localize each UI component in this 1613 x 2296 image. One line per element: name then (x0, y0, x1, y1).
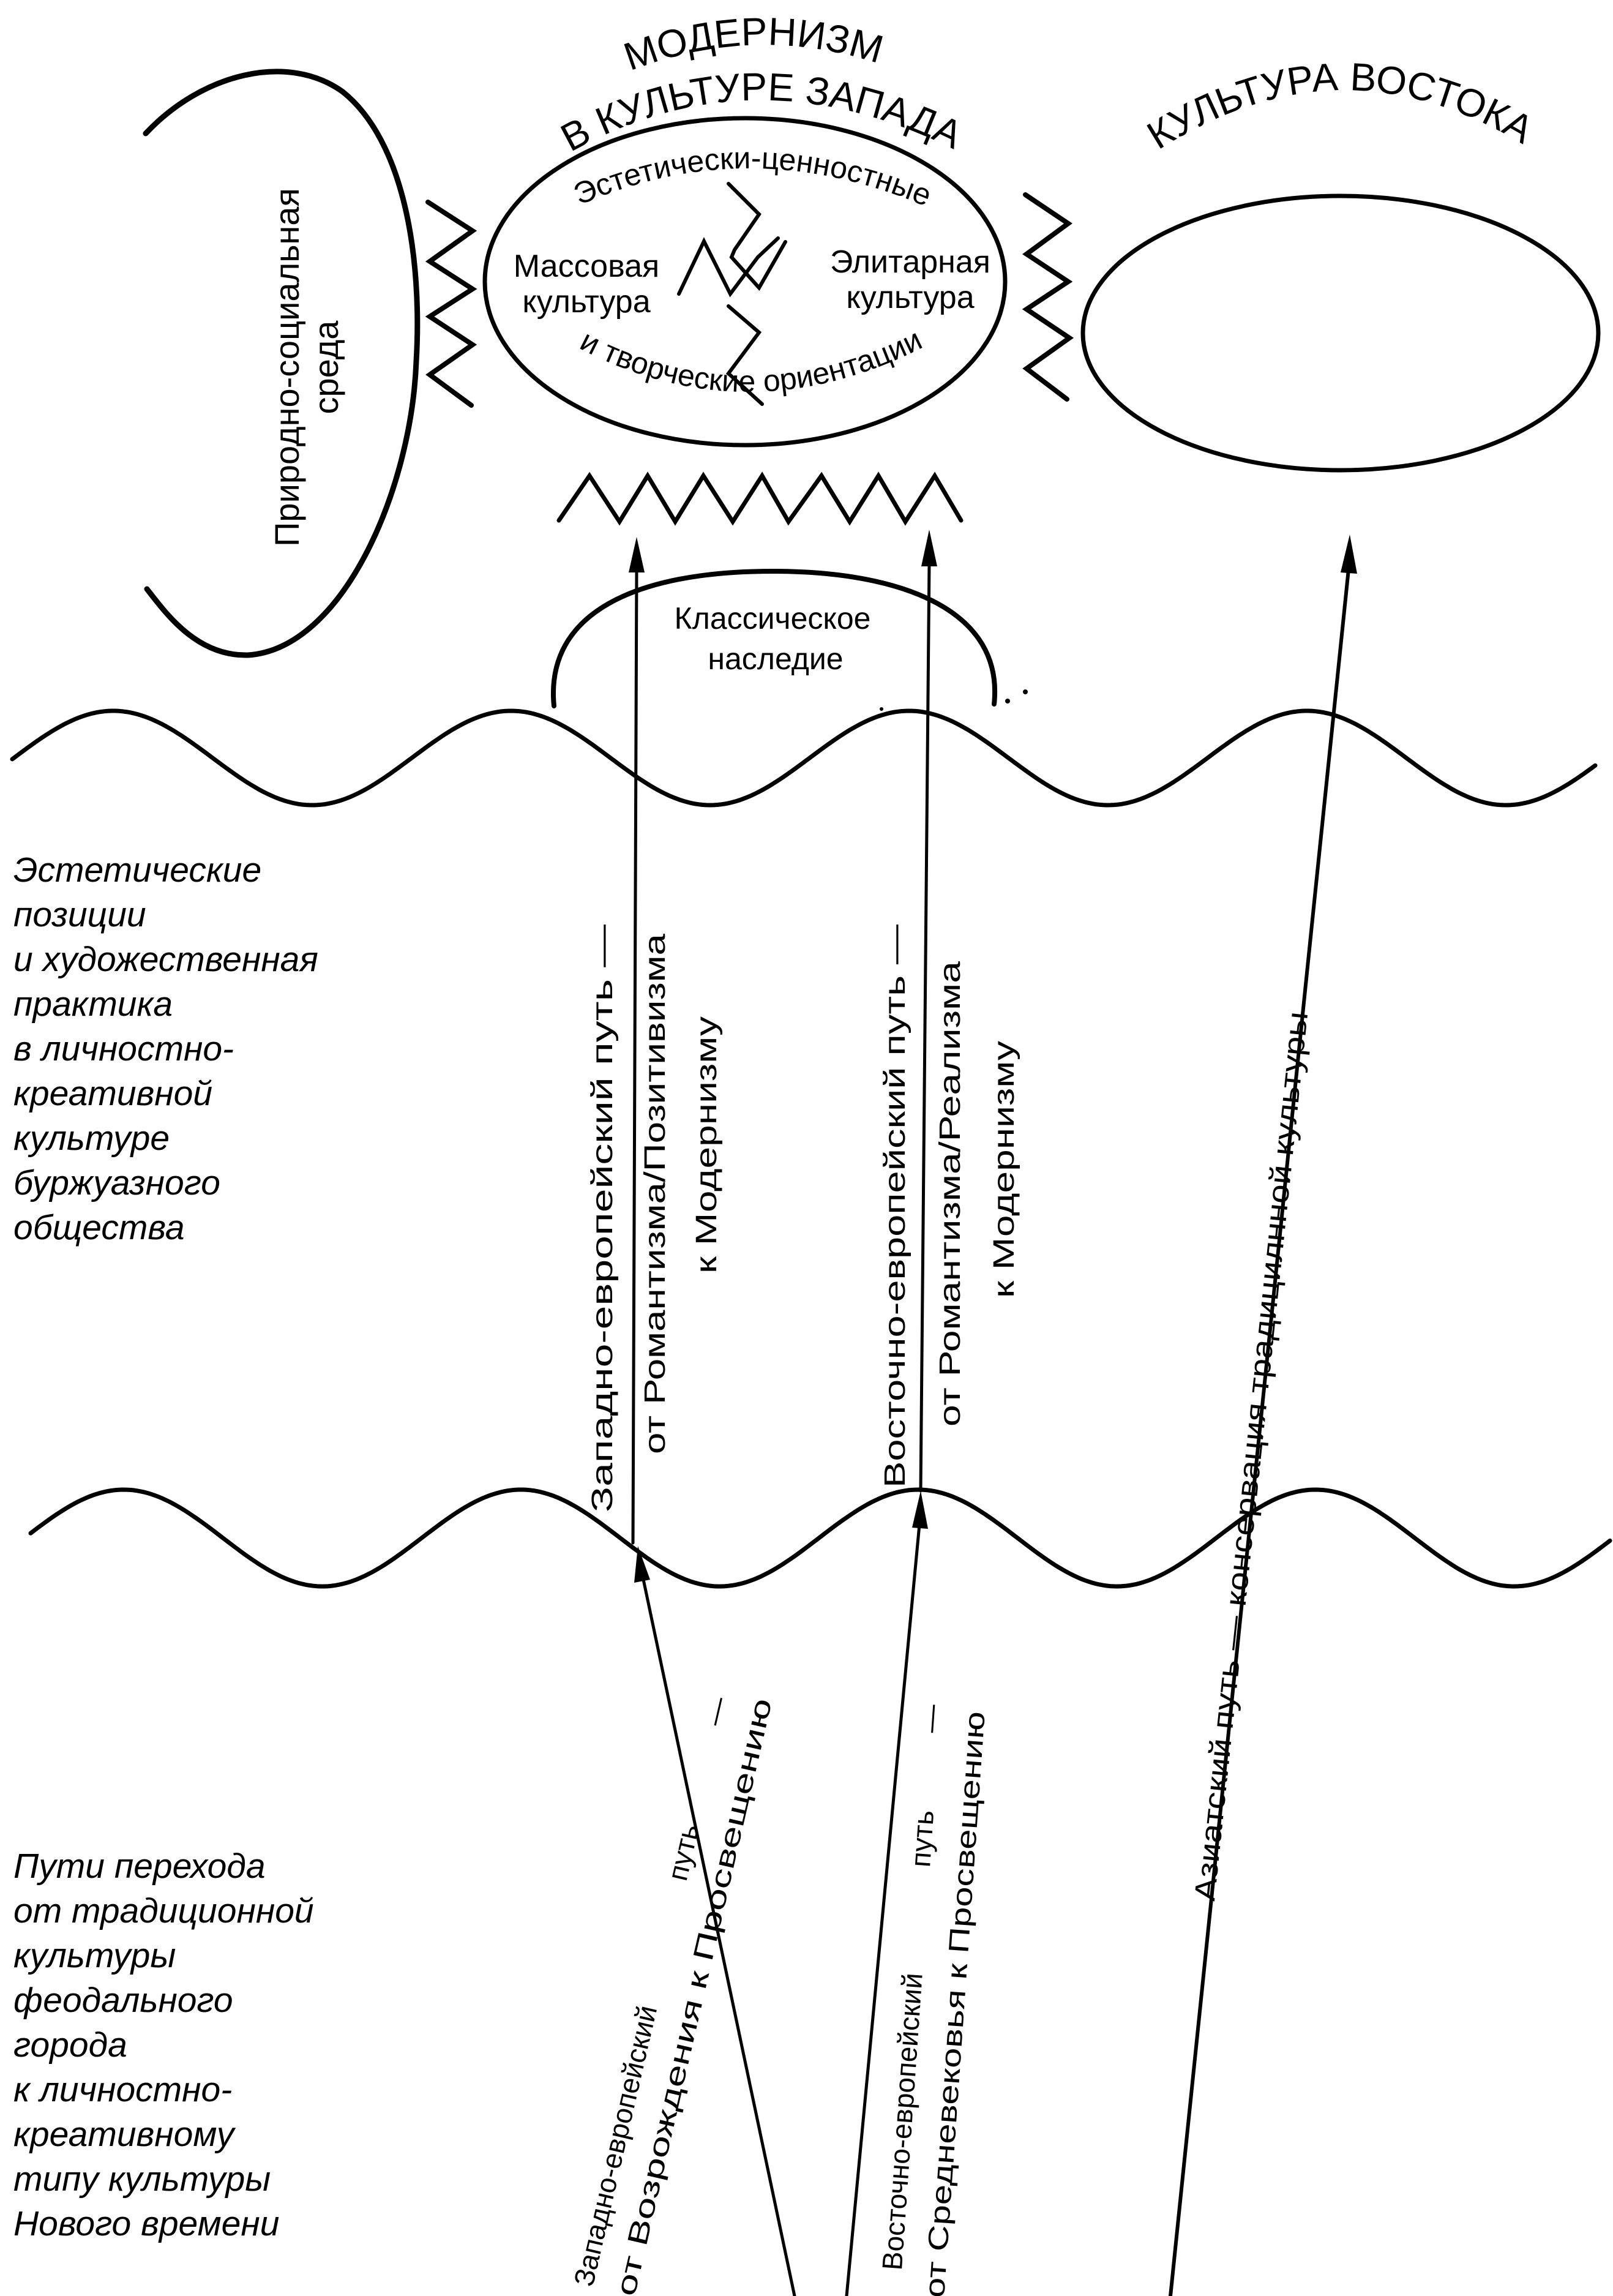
east-upper-path-label: Восточно-европейский путь — от Романтизм… (879, 925, 1020, 1488)
svg-text:—: — (913, 1703, 947, 1734)
classical-heritage-arc (550, 568, 998, 708)
interaction-zigzag-icon-2 (725, 304, 764, 406)
modernism-title-line2: В КУЛЬТУРЕ ЗАПАДА (553, 64, 969, 160)
aesthetic-value-orientations-arc-text: Эстетически-ценностные (569, 141, 937, 213)
east-culture-ellipse (1080, 193, 1601, 473)
zigzag-left (425, 200, 477, 408)
svg-text:—: — (697, 1694, 735, 1728)
caption-line: общества (13, 1208, 185, 1247)
caption-line: позиции (13, 895, 146, 934)
caption-line: культуры (13, 1936, 176, 1975)
arrow-west-lower-head (634, 1546, 650, 1583)
natural-social-environment-arc (143, 69, 421, 658)
interaction-zigzag-icon-3 (727, 182, 787, 291)
arrow-west-upper-shaft (631, 568, 638, 1545)
arrow-east-lower-head (912, 1491, 928, 1529)
caption-line: Пути перехода (13, 1847, 266, 1886)
svg-text:Западно-европейский путь —: Западно-европейский путь — (586, 925, 619, 1512)
west-modernism-ellipse (482, 116, 1008, 448)
caption-line: феодального (13, 1981, 233, 2020)
west-lower-path-label: Западно-европейский путь — от Возрождени… (567, 1694, 778, 2296)
caption-transition-paths: Пути перехода от традиционной культуры феод… (13, 1844, 314, 2246)
caption-aesthetic-positions: Эстетические позиции и художественная практ… (13, 848, 318, 1250)
svg-text:наследие: наследие (708, 642, 843, 676)
caption-line: креативному (13, 2115, 234, 2154)
caption-line: практика (13, 985, 173, 1024)
svg-text:Массовая: Массовая (514, 249, 659, 284)
print-speck (880, 707, 883, 711)
east-lower-path-label: Восточно-европейский путь — от Средневек… (876, 1703, 991, 2296)
arrow-west-upper-head (629, 537, 645, 572)
creative-orientations-arc-text: и творческие ориентации (575, 322, 927, 399)
mass-culture-label: Массовая культура (514, 249, 659, 320)
interaction-zigzag-icon (677, 236, 780, 298)
svg-text:путь: путь (661, 1821, 705, 1883)
svg-text:культура: культура (846, 280, 974, 315)
caption-line: от традиционной (13, 1891, 314, 1930)
caption-line: в личностно- (13, 1029, 234, 1068)
natural-social-environment-label: Природно-социальная среда (268, 188, 345, 547)
svg-text:Природно-социальная: Природно-социальная (268, 188, 306, 547)
svg-text:Восточно-европейский: Восточно-европейский (876, 1972, 929, 2272)
caption-line: типу культуры (13, 2159, 271, 2199)
svg-text:Элитарная: Элитарная (830, 244, 990, 280)
caption-line: культуре (13, 1119, 170, 1158)
svg-text:от Романтизма/Позитивизма: от Романтизма/Позитивизма (639, 934, 672, 1454)
print-speck (1023, 689, 1028, 694)
svg-text:среда: среда (307, 320, 345, 415)
svg-text:Классическое: Классическое (675, 601, 871, 636)
caption-line: к личностно- (13, 2070, 233, 2109)
wave-boundary-upper (10, 708, 1598, 808)
caption-line: креативной (13, 1074, 213, 1113)
print-speck (1005, 699, 1010, 703)
svg-text:к Модернизму: к Модернизму (690, 1016, 723, 1274)
caption-line: и художественная (13, 940, 318, 979)
zigzag-right (1022, 192, 1074, 402)
arrow-west-lower-shaft (641, 1575, 796, 2296)
svg-text:Восточно-европейский путь —: Восточно-европейский путь — (879, 925, 911, 1488)
svg-text:от Средневековья к Просвещению: от Средневековья к Просвещению (918, 1710, 991, 2296)
asian-path-label: Азиатский путь — консервация традицилнно… (1189, 1010, 1314, 1903)
caption-line: буржуазного (13, 1163, 220, 1202)
svg-text:от Возрождения к Просвещению: от Возрождения к Просвещению (609, 1695, 778, 2296)
arrow-east-upper-shaft (919, 561, 931, 1493)
zigzag-bottom (556, 471, 964, 526)
arrow-asian-head (1341, 535, 1357, 574)
west-upper-path-label: Западно-европейский путь — от Романтизма… (586, 925, 723, 1512)
svg-text:от Романтизма/Реализма: от Романтизма/Реализма (934, 961, 967, 1427)
arrow-east-lower-shaft (845, 1523, 921, 2296)
caption-line: Нового времени (13, 2204, 280, 2243)
east-culture-title: КУЛЬТУРА ВОСТОКА (1139, 54, 1541, 157)
wave-boundary-lower (28, 1487, 1612, 1589)
elite-culture-label: Элитарная культура (830, 244, 990, 315)
svg-text:путь: путь (904, 1809, 940, 1868)
caption-line: города (13, 2025, 127, 2065)
classical-heritage-label: Классическое наследие (675, 601, 871, 676)
svg-text:к Модернизму: к Модернизму (988, 1041, 1020, 1298)
svg-text:культура: культура (522, 284, 650, 320)
svg-text:Азиатский путь — консервация т: Азиатский путь — консервация традицилнно… (1189, 1010, 1314, 1903)
arrow-east-upper-head (921, 530, 937, 566)
caption-line: Эстетические (13, 850, 262, 890)
arrow-asian-shaft (1169, 568, 1350, 2296)
